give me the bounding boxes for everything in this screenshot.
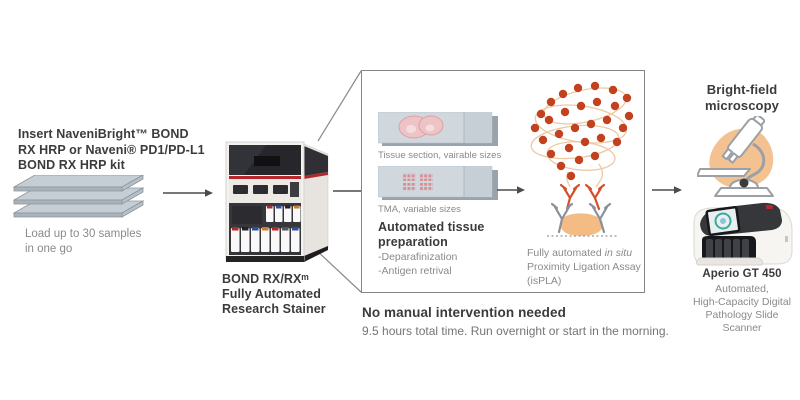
load-caption-line1: Load up to 30 samples bbox=[25, 228, 142, 240]
prep-title: Automated tissue preparation bbox=[378, 220, 484, 249]
scanner-desc-line1: Automated, bbox=[715, 283, 769, 295]
slide-stack-illustration bbox=[12, 175, 145, 218]
brightfield-title: Bright-field microscopy bbox=[683, 82, 800, 114]
ispla-caption-line2: Proximity Ligation Assay bbox=[527, 261, 641, 273]
prep-step-deparafinization: -Deparafinization bbox=[378, 251, 458, 263]
prep-title-line2: preparation bbox=[378, 234, 448, 249]
no-intervention-subtitle: 9.5 hours total time. Run overnight or s… bbox=[362, 324, 669, 338]
prep-step-antigen-retrival: -Antigen retrival bbox=[378, 264, 452, 277]
tma-slide-caption: TMA, variable sizes bbox=[378, 204, 461, 215]
ispla-caption-line1: Fully automated in situ bbox=[527, 247, 633, 259]
brightfield-title-line1: Bright-field bbox=[706, 82, 778, 97]
aperio-scanner-image bbox=[693, 202, 793, 266]
scanner-description: Automated, High-Capacity Digital Patholo… bbox=[683, 283, 800, 335]
bond-rx-stainer-image bbox=[225, 141, 329, 262]
ispla-caption: Fully automated in situ Proximity Ligati… bbox=[527, 246, 641, 288]
ispla-illustration bbox=[530, 81, 634, 237]
scanner-desc-line4: Scanner bbox=[722, 322, 762, 334]
kit-title-line2: RX HRP or Naveni® PD1/PD-L1 bbox=[18, 142, 205, 157]
prep-steps: -Deparafinization -Antigen retrival bbox=[378, 251, 457, 278]
load-caption-line2: in one go bbox=[25, 243, 73, 255]
no-intervention-title: No manual intervention needed bbox=[362, 305, 566, 320]
stainer-label: BOND RX/RXᵐ Fully Automated Research Sta… bbox=[222, 272, 326, 317]
flow-arrow-4-icon bbox=[652, 186, 682, 194]
scanner-desc-line3: Pathology Slide bbox=[705, 309, 779, 321]
stainer-label-line1: BOND RX/RXᵐ bbox=[222, 272, 309, 286]
kit-title: Insert NaveniBright™ BOND RX HRP or Nave… bbox=[18, 127, 228, 174]
brightfield-title-line2: microscopy bbox=[705, 98, 779, 113]
flow-arrow-3-icon bbox=[497, 186, 525, 194]
flow-arrow-1-icon bbox=[163, 189, 213, 197]
kit-title-line1: Insert NaveniBright™ BOND bbox=[18, 127, 189, 141]
scanner-name: Aperio GT 450 bbox=[702, 268, 782, 280]
microscope-icon bbox=[697, 116, 774, 197]
kit-title-line3: BOND RX HRP kit bbox=[18, 158, 125, 172]
load-caption: Load up to 30 samples in one go bbox=[25, 227, 141, 257]
tissue-slide-caption: Tissue section, vairable sizes bbox=[378, 150, 502, 161]
stainer-label-line2: Fully Automated bbox=[222, 287, 321, 301]
prep-title-line1: Automated tissue bbox=[378, 220, 485, 234]
scanner-desc-line2: High-Capacity Digital bbox=[692, 296, 792, 308]
stainer-label-line3: Research Stainer bbox=[222, 302, 326, 316]
tissue-slide-illustration bbox=[378, 112, 498, 146]
ispla-caption-line3: (isPLA) bbox=[527, 275, 562, 287]
tma-slide-illustration bbox=[378, 166, 498, 200]
